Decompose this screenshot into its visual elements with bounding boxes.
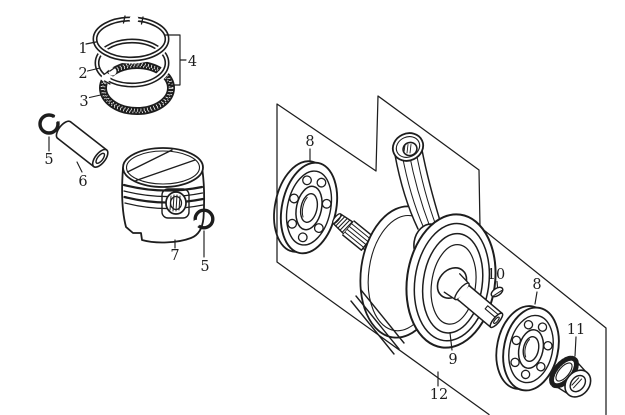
circlip-right <box>192 208 215 230</box>
piston-ring-oil <box>97 59 177 117</box>
callout-label-ring-set: 4 <box>188 54 197 70</box>
callout-label-woodruff-key: 10 <box>487 267 505 283</box>
crankshaft <box>331 132 504 355</box>
callout-ring-second: 2 <box>78 66 101 82</box>
piston-pin <box>55 120 109 168</box>
callout-ring-top: 1 <box>78 41 97 57</box>
callout-label-crankshaft: 9 <box>448 352 457 368</box>
callout-label-ring-second: 2 <box>78 66 87 82</box>
callout-circlip-left: 5 <box>44 136 54 168</box>
callout-label-circlip-left: 5 <box>44 152 53 168</box>
drive-gear <box>549 355 592 398</box>
callout-ring-oil: 3 <box>79 93 106 110</box>
callout-bearing-right: 8 <box>532 277 542 305</box>
ring-set-bracket <box>164 34 187 86</box>
callout-label-crank-assembly: 12 <box>430 387 448 403</box>
callout-label-piston: 7 <box>170 248 179 264</box>
callout-label-ring-oil: 3 <box>79 94 88 110</box>
callout-drive-gear: 11 <box>567 322 585 357</box>
counterweight-edges <box>350 289 405 355</box>
callout-piston: 7 <box>170 239 180 264</box>
callout-label-bearing-right: 8 <box>532 277 541 293</box>
callouts: 1 2 3 4 5 6 7 5 8 <box>44 41 585 403</box>
piston-ring-top <box>90 14 172 64</box>
callout-bearing-left: 8 <box>305 134 315 162</box>
assembly-boundary <box>276 95 607 415</box>
piston-ring-second <box>92 36 172 90</box>
callout-circlip-right: 5 <box>200 230 210 275</box>
piston <box>121 147 206 244</box>
callout-ring-set: 4 <box>188 54 197 70</box>
circlip-left <box>38 113 61 135</box>
callout-label-ring-top: 1 <box>78 41 87 57</box>
callout-crank-assembly: 12 <box>430 371 448 403</box>
crankshaft-bearing-right <box>495 305 560 392</box>
callout-label-bearing-left: 8 <box>305 134 314 150</box>
callout-piston-pin: 6 <box>76 161 88 190</box>
crankshaft-output-shaft <box>436 267 504 329</box>
callout-woodruff-key: 10 <box>487 267 505 288</box>
callout-crankshaft: 9 <box>448 332 458 368</box>
woodruff-key <box>490 286 504 298</box>
callout-label-drive-gear: 11 <box>567 322 585 338</box>
crankshaft-bearing-left <box>273 160 339 255</box>
callout-label-piston-pin: 6 <box>78 174 87 190</box>
callout-label-circlip-right: 5 <box>200 259 209 275</box>
